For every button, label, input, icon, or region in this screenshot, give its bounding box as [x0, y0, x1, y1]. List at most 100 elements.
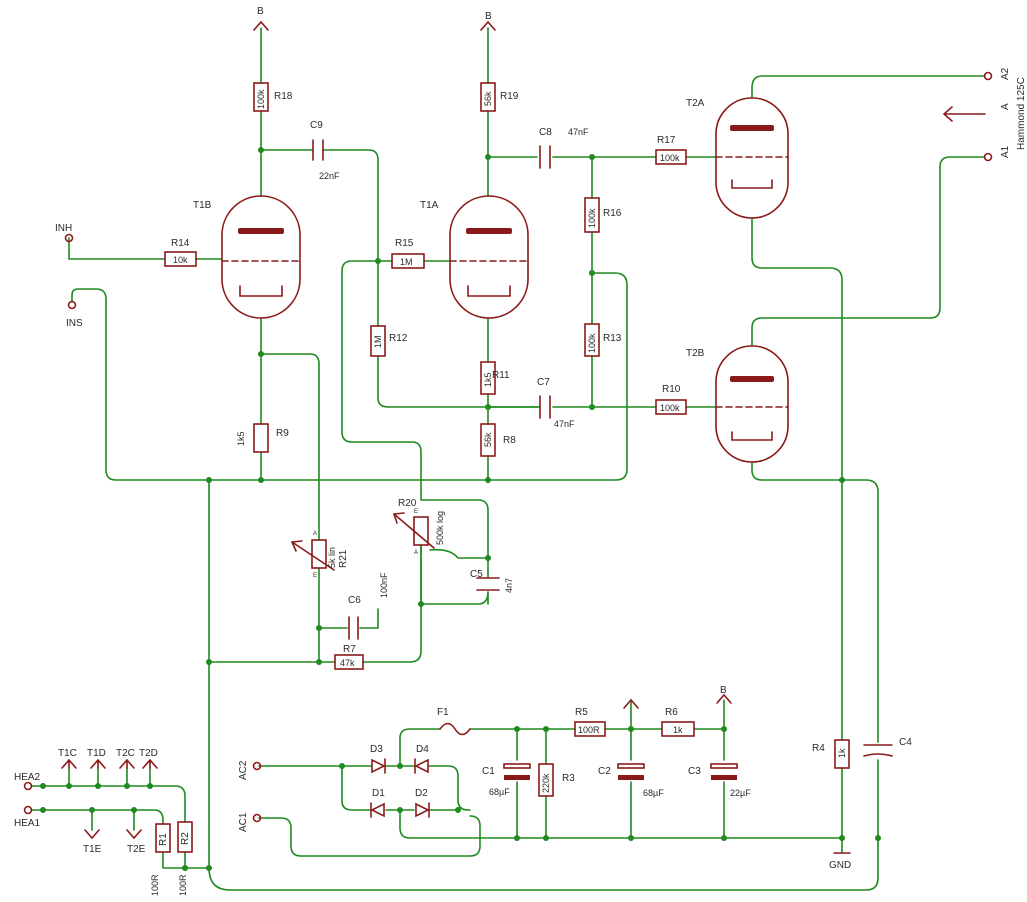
wires [30, 27, 986, 891]
supply-label: B [720, 685, 727, 696]
port-label: A2 [1000, 67, 1011, 80]
diode-label: D4 [416, 744, 429, 755]
connector-ac2: AC2 [238, 760, 262, 780]
resistor-value: 220k [541, 773, 551, 793]
supply-arrow-b2: B [480, 11, 496, 31]
capacitor-c9: C9 22nF [310, 120, 340, 181]
port-label: A [1000, 103, 1011, 110]
resistor-r17: 100k R17 [655, 135, 687, 165]
resistor-value: 100k [256, 89, 266, 109]
potentiometer-name: R20 [398, 498, 417, 509]
resistor-value: 10k [173, 255, 188, 265]
potentiometer-r21: 5k lin R21 A E [291, 531, 349, 579]
capacitor-name: C8 [539, 127, 552, 138]
port-label: AC1 [238, 812, 249, 832]
resistor-value: 100R [578, 725, 600, 735]
resistor-r13: 100k R13 [584, 323, 622, 357]
pot-pin-label: A [414, 550, 418, 556]
resistor-name: R3 [562, 773, 575, 784]
resistor-name: R10 [662, 384, 681, 395]
capacitor-value: 47nF [554, 419, 575, 429]
resistor-value: 100R [178, 874, 188, 896]
resistor-r11: 1k5 R11 [480, 361, 510, 395]
capacitor-name: C1 [482, 766, 495, 777]
resistor-name: R7 [343, 644, 356, 655]
resistor-value: 1k5 [236, 431, 246, 446]
port-label: HEA2 [14, 772, 41, 783]
pot-pin-label: E [313, 573, 317, 579]
resistor-r2: R2 100R [177, 821, 193, 896]
resistor-r19: 56k R19 [480, 82, 519, 112]
resistor-r15: 1M R15 [391, 238, 425, 269]
capacitor-c3: C3 22µF [688, 763, 751, 798]
ground-symbol: GND [829, 852, 851, 871]
tube-label-t1a: T1A [420, 200, 439, 211]
diode-label: D2 [415, 788, 428, 799]
tube-label-t1b: T1B [193, 200, 212, 211]
capacitor-c1: C1 68µF [482, 763, 531, 797]
connector-a1: A1 [983, 145, 1011, 162]
supply-arrow-b3: B [716, 685, 732, 704]
resistor-r9: 1k5 R9 [236, 423, 289, 453]
resistor-name: R11 [492, 370, 510, 381]
connector-ins: INS [66, 300, 83, 329]
resistor-value: 100k [587, 333, 597, 353]
resistor-r12: 1M R12 [370, 325, 408, 357]
resistor-name: R13 [603, 333, 622, 344]
resistor-r6: 1k R6 [661, 707, 695, 737]
connector-inh: INH [55, 223, 74, 243]
resistor-name: R4 [812, 743, 825, 754]
resistor-name: R17 [657, 135, 676, 146]
port-label: INH [55, 223, 72, 234]
capacitor-name: C9 [310, 120, 323, 131]
diode-label: D3 [370, 744, 383, 755]
resistor-r10: 100k R10 [655, 384, 687, 415]
resistor-r4: 1k R4 [812, 739, 850, 769]
resistor-r7: 47k R7 [334, 644, 364, 670]
fuse-f1: F1 [437, 707, 471, 736]
resistor-name: R8 [503, 435, 516, 446]
capacitor-name: C3 [688, 766, 701, 777]
port-label: AC2 [238, 760, 249, 780]
connector-a: A [942, 103, 1011, 122]
tube-t2b: T2B [686, 345, 789, 463]
port-label: T2D [139, 748, 158, 759]
capacitor-name: C7 [537, 377, 550, 388]
resistor-name: R12 [389, 333, 408, 344]
capacitor-c8: C8 47nF [539, 127, 589, 169]
resistor-r16: 100k R16 [584, 197, 622, 233]
capacitor-c7: C7 47nF [537, 377, 575, 429]
resistor-value: 1k5 [483, 372, 493, 387]
resistor-value: 1M [373, 335, 383, 348]
diode-d2: D2 [415, 788, 430, 818]
resistor-name: R15 [395, 238, 414, 249]
tube-t1a: T1A [420, 195, 529, 319]
port-label: HEA1 [14, 818, 41, 829]
port-label: T2E [127, 844, 146, 855]
resistor-value: 100k [660, 153, 680, 163]
resistor-name: R1 [158, 833, 169, 846]
hammond-label: Hammond 125C [1016, 77, 1027, 150]
capacitor-name: C5 [470, 569, 483, 580]
potentiometer-r20: 500k log R20 E A [393, 498, 445, 556]
diode-d1: D1 [370, 788, 385, 818]
tube-label-t2a: T2A [686, 98, 705, 109]
pot-pin-label: E [414, 509, 418, 515]
tube-label-t2b: T2B [686, 348, 705, 359]
resistor-r5: 100R R5 [574, 707, 606, 737]
capacitor-value: 22µF [730, 788, 751, 798]
potentiometer-name: R21 [338, 549, 349, 568]
heater-arrows: T1C T1D T2C T2D T1E T2E [58, 748, 158, 855]
capacitor-name: C2 [598, 766, 611, 777]
resistor-value: 100k [660, 403, 680, 413]
port-label: T1E [83, 844, 102, 855]
capacitor-value: 68µF [643, 788, 664, 798]
fuse-label: F1 [437, 707, 449, 718]
connector-hea2: HEA2 [14, 772, 41, 791]
capacitor-c5: C5 4n7 [470, 569, 514, 593]
resistor-value: 100k [587, 208, 597, 228]
port-label: T1D [87, 748, 106, 759]
diode-d3: D3 [370, 744, 386, 774]
resistor-name: R19 [500, 91, 519, 102]
potentiometer-value: 500k log [435, 511, 445, 545]
